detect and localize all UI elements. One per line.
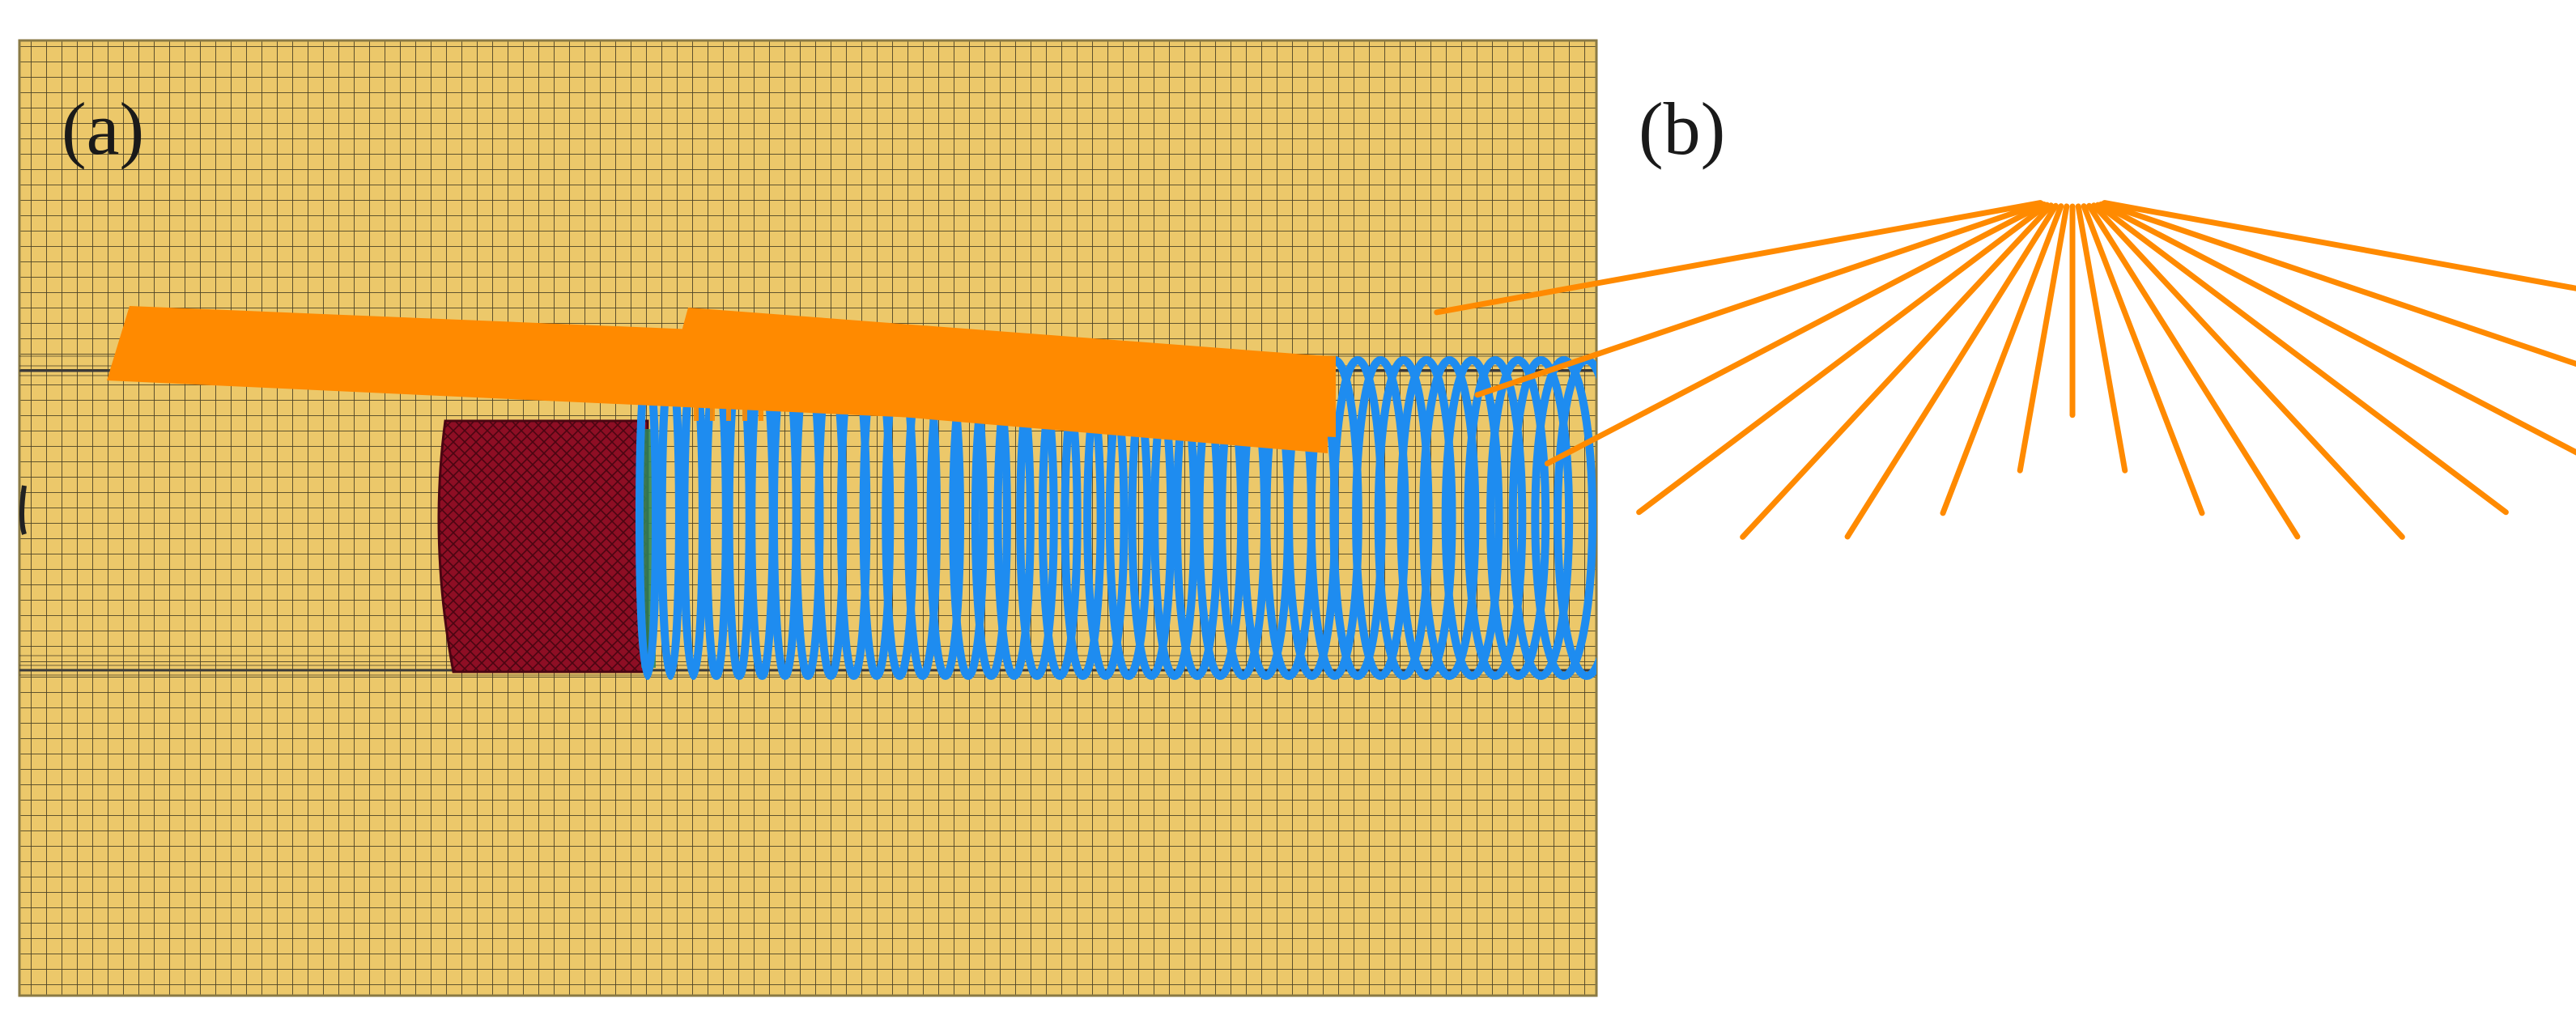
steel-arch — [1419, 356, 1480, 680]
pipe-roof-line — [1544, 201, 2047, 467]
segment-ring — [437, 419, 656, 673]
pipe-roof-line — [1844, 202, 2059, 540]
steel-arch — [1464, 356, 1527, 680]
pipe-roof-section — [1434, 200, 2576, 540]
steel-arch — [1441, 356, 1503, 680]
steel-arch — [1508, 356, 1574, 680]
pipe-roof-line — [2090, 202, 2405, 540]
steel-arch — [1531, 356, 1596, 680]
pipe-roof-line — [2075, 203, 2128, 474]
pipe-roof-line — [2086, 202, 2301, 540]
pipe-roof-line — [2081, 203, 2205, 516]
pipe-roof-line — [1636, 202, 2051, 516]
steel-arch — [1486, 356, 1550, 680]
pipe-roof-line — [2102, 200, 2576, 291]
pipe-roof-line — [1474, 201, 2045, 398]
pipe-roof-line — [2098, 201, 2576, 456]
steel-arch — [1396, 356, 1456, 680]
pipe-roof-line — [1434, 200, 2043, 316]
steel-arch — [1374, 356, 1433, 680]
panel-a-label: (a) — [62, 87, 144, 170]
pipe-roof-line — [1740, 202, 2055, 540]
steel-arch — [1352, 356, 1409, 680]
panel-b-label: (b) — [1639, 87, 1725, 170]
panel-a: (a) — [18, 39, 1598, 997]
pipe-roof-line — [2094, 202, 2509, 516]
pipe-roof-advance — [107, 306, 1336, 453]
pipe-roof-line — [2017, 203, 2070, 474]
panel-b: (b) — [1434, 87, 2576, 540]
pipe-roof-line — [2100, 201, 2576, 367]
tunnel-face-edge — [19, 485, 27, 535]
pipe-roof-line — [1940, 203, 2064, 516]
